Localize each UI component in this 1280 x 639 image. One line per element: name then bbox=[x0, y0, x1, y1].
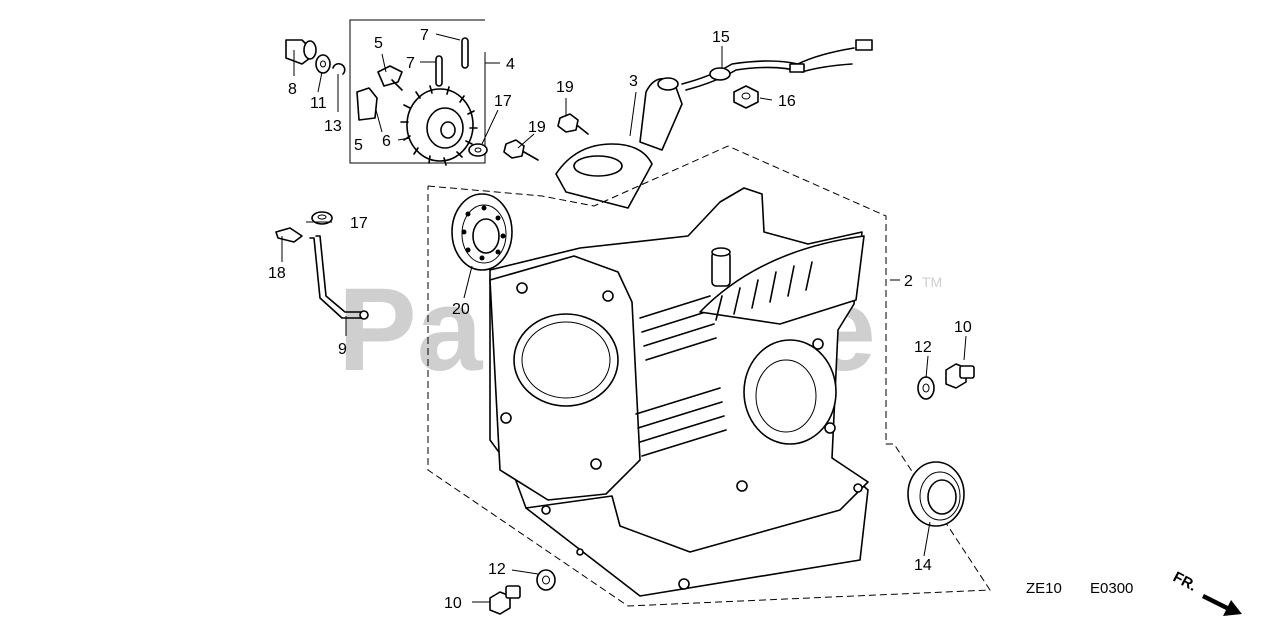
callout-8: 8 bbox=[288, 81, 297, 98]
callout-2: 2 bbox=[904, 273, 913, 290]
drain-bolt-bottom bbox=[489, 585, 521, 615]
callout-14: 14 bbox=[914, 557, 932, 574]
trademark-mark: TM bbox=[922, 274, 942, 290]
callout-19-lower: 19 bbox=[528, 119, 546, 136]
callout-5-upper: 5 bbox=[374, 35, 383, 52]
callout-6: 6 bbox=[382, 133, 391, 150]
tube-clip bbox=[275, 227, 303, 243]
callout-18: 18 bbox=[268, 265, 286, 282]
callout-labels: 2 3 4 5 5 6 7 7 8 9 10 10 11 12 12 13 14… bbox=[268, 27, 972, 612]
governor-shaft-holder bbox=[285, 39, 317, 65]
governor-weight-upper bbox=[377, 65, 403, 91]
callout-12-bottom: 12 bbox=[488, 561, 506, 578]
diagram-reference: E0300 bbox=[1090, 580, 1133, 597]
callout-7-lower: 7 bbox=[406, 55, 415, 72]
governor-pin-lower bbox=[435, 55, 443, 87]
governor-washer bbox=[315, 54, 331, 74]
drain-bolt-right bbox=[945, 363, 975, 389]
washer-tube bbox=[311, 211, 333, 225]
drain-washer-bottom bbox=[536, 569, 556, 591]
bolt-lower bbox=[503, 139, 539, 161]
leader-lines bbox=[281, 33, 967, 603]
callout-20: 20 bbox=[452, 301, 470, 318]
front-direction-indicator: FR. bbox=[1170, 569, 1242, 616]
callout-9: 9 bbox=[338, 341, 347, 358]
callout-17-upper: 17 bbox=[494, 93, 512, 110]
callout-5-lower: 5 bbox=[354, 137, 363, 154]
callout-4: 4 bbox=[506, 56, 515, 73]
callout-3: 3 bbox=[629, 73, 638, 90]
oil-sensor-wire bbox=[681, 39, 873, 91]
washer-governor bbox=[468, 143, 488, 157]
diagram-code: ZE10 bbox=[1026, 580, 1062, 597]
callout-13: 13 bbox=[324, 118, 342, 135]
callout-7-upper: 7 bbox=[420, 27, 429, 44]
callout-12-right: 12 bbox=[914, 339, 932, 356]
governor-pin-upper bbox=[461, 37, 469, 69]
callout-16: 16 bbox=[778, 93, 796, 110]
governor-gear bbox=[400, 85, 478, 166]
bolt-upper bbox=[557, 113, 589, 135]
oil-filler-neck bbox=[555, 77, 683, 209]
governor-clip bbox=[332, 62, 346, 75]
callout-10-bottom: 10 bbox=[444, 595, 462, 612]
ball-bearing bbox=[451, 193, 513, 271]
callout-19-upper: 19 bbox=[556, 79, 574, 96]
oil-seal bbox=[907, 461, 965, 527]
front-arrow-icon bbox=[1202, 594, 1242, 616]
drain-washer-right bbox=[917, 376, 935, 400]
flange-nut bbox=[733, 85, 759, 109]
callout-15: 15 bbox=[712, 29, 730, 46]
front-label: FR. bbox=[1170, 569, 1199, 595]
callout-10-right: 10 bbox=[954, 319, 972, 336]
governor-weight-lower bbox=[356, 87, 378, 121]
crankcase-group-outline bbox=[427, 145, 991, 607]
crankcase bbox=[489, 187, 869, 597]
governor-assembly-box bbox=[349, 19, 500, 164]
callout-17-lower: 17 bbox=[350, 215, 368, 232]
callout-11: 11 bbox=[310, 95, 327, 112]
breather-tube bbox=[309, 235, 369, 320]
